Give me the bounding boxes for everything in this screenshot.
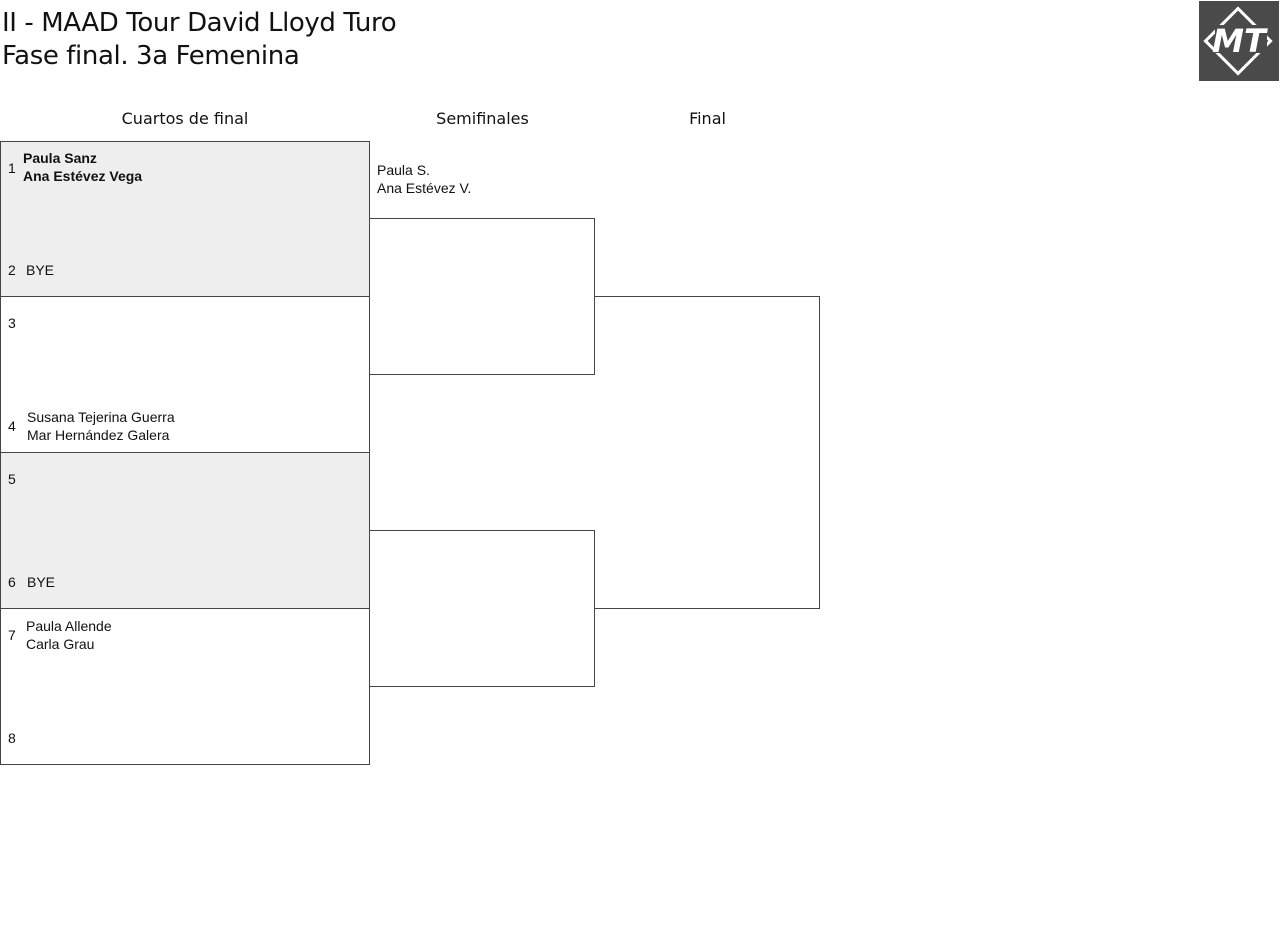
seed-number: 7 — [8, 627, 16, 643]
player-name: Susana Tejerina Guerra — [27, 409, 175, 425]
quarterfinal-match-1: 1 Paula Sanz Ana Estévez Vega 2 BYE — [0, 141, 370, 297]
maad-tour-logo: MT — [1199, 1, 1279, 81]
seed-number: 1 — [8, 160, 16, 176]
seed-number: 3 — [8, 315, 16, 331]
player-name: Paula S. — [377, 162, 430, 178]
player-name: Paula Sanz — [23, 150, 97, 166]
semifinal-match-1 — [369, 218, 595, 375]
player-name: Mar Hernández Galera — [27, 427, 170, 443]
team-entry[interactable]: Paula Sanz Ana Estévez Vega — [23, 149, 142, 185]
quarterfinal-match-2: 3 4 Susana Tejerina Guerra Mar Hernández… — [0, 296, 370, 453]
team-entry[interactable]: Paula Allende Carla Grau — [26, 617, 112, 653]
final-match — [594, 296, 820, 609]
seed-number: 2 — [8, 262, 16, 278]
team-entry[interactable]: BYE — [27, 573, 55, 591]
tournament-title: II - MAAD Tour David Lloyd Turo Fase fin… — [2, 7, 397, 73]
draw-category: Fase final. 3a Femenina — [2, 41, 300, 71]
tournament-name: II - MAAD Tour David Lloyd Turo — [2, 8, 397, 38]
player-name: Paula Allende — [26, 618, 112, 634]
bye-label: BYE — [27, 574, 56, 590]
quarterfinal-match-3: 5 6 BYE — [0, 452, 370, 609]
player-name: Carla Grau — [26, 636, 95, 652]
round-heading-quarterfinals: Cuartos de final — [121, 109, 249, 128]
bye-label: BYE — [26, 262, 55, 278]
seed-number: 6 — [8, 574, 16, 590]
seed-number: 8 — [8, 730, 16, 746]
team-entry[interactable]: BYE — [26, 261, 54, 279]
team-entry[interactable]: Susana Tejerina Guerra Mar Hernández Gal… — [27, 408, 175, 444]
semifinal-match-2 — [369, 530, 595, 687]
logo-text: MT — [1212, 22, 1268, 60]
seed-number: 4 — [8, 418, 16, 434]
round-heading-final: Final — [689, 109, 726, 128]
player-name: Ana Estévez Vega — [23, 168, 143, 184]
round-heading-semifinals: Semifinales — [436, 109, 529, 128]
semifinal-1-team-entry[interactable]: Paula S. Ana Estévez V. — [377, 161, 471, 197]
quarterfinal-match-4: 7 Paula Allende Carla Grau 8 — [0, 608, 370, 765]
seed-number: 5 — [8, 471, 16, 487]
player-name: Ana Estévez V. — [377, 180, 472, 196]
